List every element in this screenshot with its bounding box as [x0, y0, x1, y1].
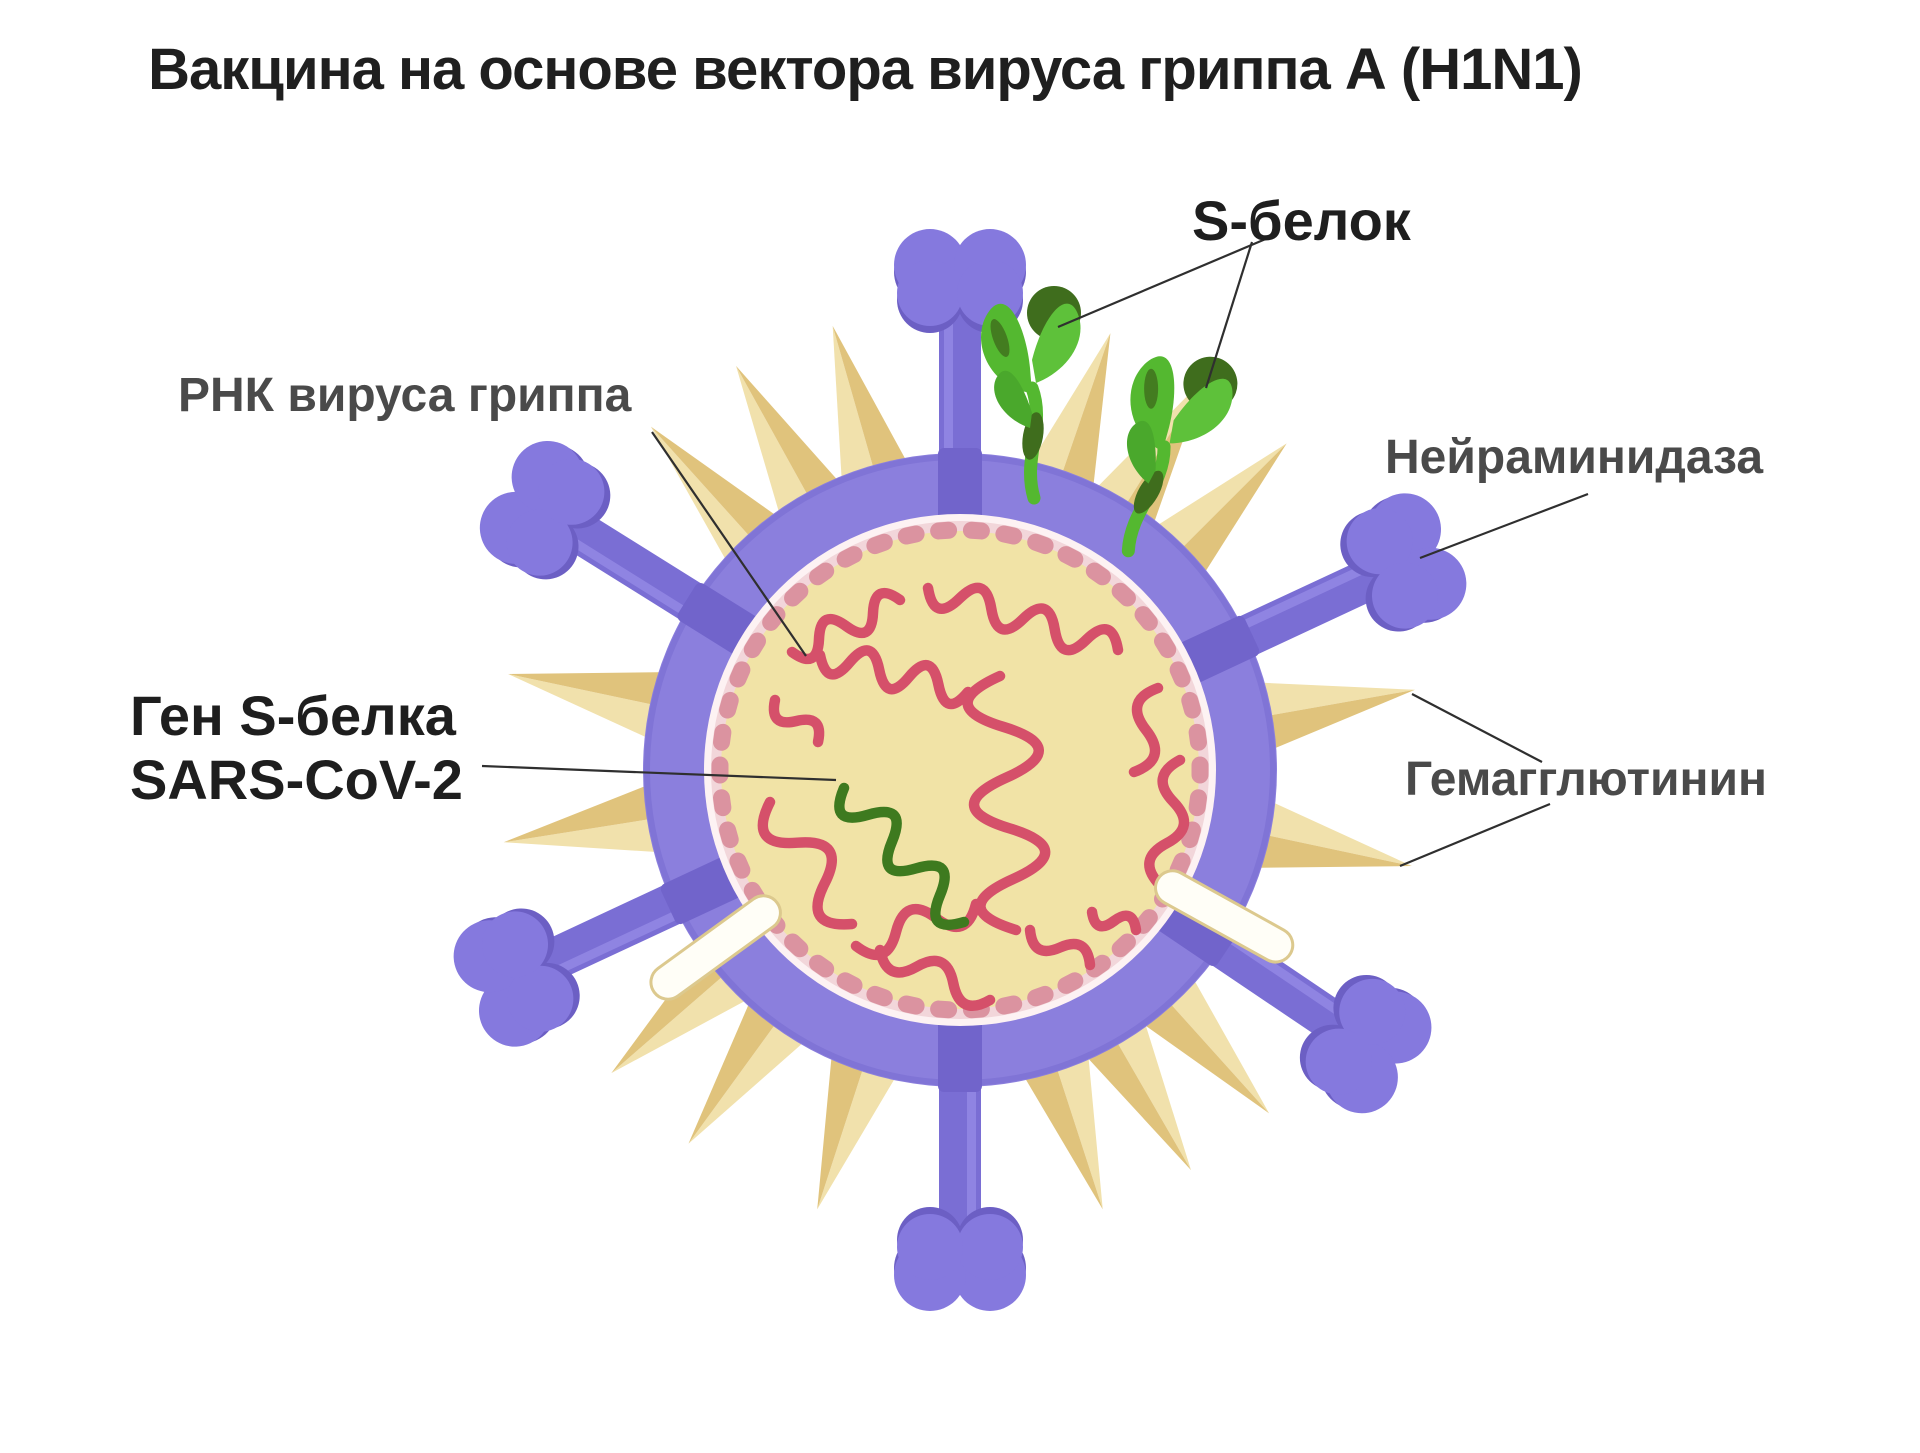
hemagglutinin-spike [688, 1010, 816, 1144]
hemagglutinin-spike [1252, 689, 1415, 755]
rna-segments [757, 582, 1190, 1011]
rna-segment [1128, 682, 1164, 778]
leader-line [1204, 241, 1254, 389]
leader-line [481, 764, 837, 782]
label-hemagglutinin: Гемагглютинин [1405, 753, 1767, 806]
neuraminidase-heads [453, 229, 1467, 1311]
rna-segment [1024, 924, 1096, 971]
rna-segment [874, 944, 996, 1011]
hemagglutinin-spike [1056, 333, 1111, 502]
leader-line [1057, 236, 1269, 329]
label-sars-gene: Ген S-белка SARS-CoV-2 [130, 684, 463, 812]
hemagglutinin-spike [1108, 1008, 1191, 1171]
hemagglutinin-spike [688, 988, 786, 1144]
hemagglutinin-spike [1131, 990, 1270, 1114]
hemagglutinin-spike [1051, 1041, 1103, 1210]
hemagglutinin-spike [1246, 681, 1415, 719]
label-sars-gene-line1: Ген S-белка [130, 684, 456, 747]
hemagglutinin-spike [650, 426, 762, 575]
leader-line [1399, 802, 1551, 868]
leader-line [651, 431, 807, 657]
hemagglutinin-spike [508, 673, 670, 745]
page-title: Вакцина на основе вектора вируса гриппа … [148, 37, 1583, 102]
rna-segment [1144, 754, 1190, 891]
rna-segment [768, 694, 825, 748]
s-protein-sprout [981, 286, 1081, 505]
neuraminidase-head [894, 229, 1026, 333]
rna-segment [962, 670, 1051, 936]
leader-lines [481, 236, 1589, 868]
hemagglutinin-spike [611, 964, 761, 1074]
label-s-protein: S-белок [1192, 189, 1411, 252]
s-protein-sprout [1121, 356, 1238, 558]
hemagglutinin-spike [736, 365, 849, 511]
leader-line [1419, 492, 1589, 560]
neuraminidase-head [1299, 974, 1432, 1114]
hemagglutinin-spike [832, 325, 914, 485]
hemagglutinin-spike [1158, 965, 1270, 1114]
hemagglutinin-spike [832, 325, 879, 495]
hemagglutinin-spike [503, 779, 667, 843]
hemagglutinin-spike [1242, 831, 1412, 868]
ion-channel [1154, 869, 1295, 964]
stem-base-shadow [1153, 891, 1237, 966]
stem-base-shadow [1175, 615, 1260, 685]
hemagglutinin-spike [1076, 1027, 1191, 1171]
label-neuraminidase: Нейраминидаза [1385, 431, 1764, 484]
hemagglutinin-spike [1143, 443, 1287, 560]
neuraminidase-head [894, 1207, 1026, 1311]
hemagglutinin-spike [650, 426, 789, 550]
hemagglutinin-spike [1250, 795, 1412, 867]
stem-base-shadow [677, 582, 761, 657]
hemagglutinin-spike [1016, 1052, 1103, 1210]
sars-gene-strand [834, 782, 970, 931]
hemagglutinin-spike [508, 672, 678, 709]
hemagglutinin-spike [817, 1041, 869, 1210]
stem-base-shadow [938, 448, 982, 524]
rna-segment [922, 582, 1124, 656]
neuraminidase-head [453, 908, 580, 1047]
hemagglutinin-spike [817, 1052, 904, 1210]
rna-segment [1086, 906, 1142, 936]
leader-line [1411, 693, 1543, 763]
label-sars-gene-line2: SARS-CoV-2 [130, 748, 463, 811]
stem-base-shadow [938, 1016, 982, 1092]
hemagglutinin-spike [503, 816, 673, 854]
ion-channel [649, 894, 782, 1001]
neuraminidase-head [1340, 493, 1467, 632]
neuraminidase-head [479, 440, 611, 580]
rna-segment [814, 645, 974, 710]
stem-base-shadow [660, 855, 745, 925]
label-influenza-rna: РНК вируса гриппа [178, 369, 632, 422]
hemagglutinin-spike [1170, 443, 1287, 587]
hemagglutinin-spike [1021, 333, 1111, 490]
hemagglutinin-spike [736, 365, 817, 529]
hemagglutinin-spikes [503, 325, 1415, 1210]
rna-segment [757, 796, 858, 930]
